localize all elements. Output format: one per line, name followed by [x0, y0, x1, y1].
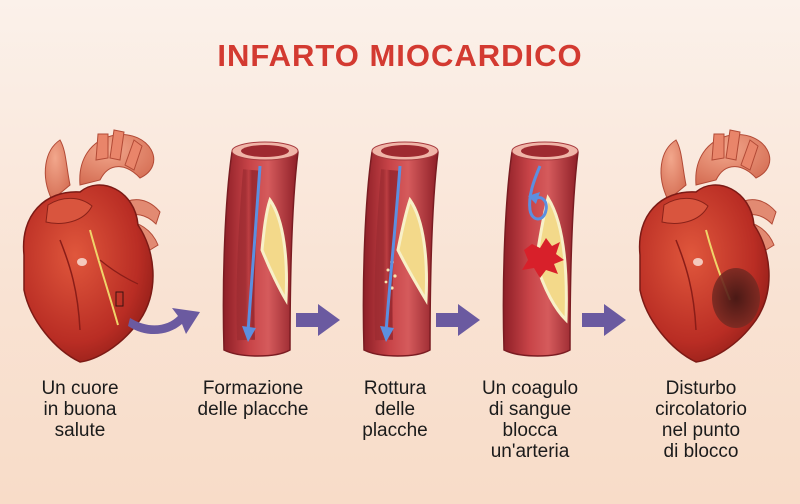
flow-arrow-3: [436, 304, 480, 336]
label-line: Formazione: [202, 378, 304, 399]
label-line: Un coagulo: [481, 378, 579, 399]
step-label-blood-clot: Un coagulo di sangue blocca un'arteria: [465, 378, 595, 462]
label-line: Un cuore: [41, 378, 119, 399]
step-label-plaque-formation: Formazione delle placche: [178, 378, 328, 420]
artery-plaque-formation: [222, 141, 299, 357]
flow-arrow-4: [582, 304, 626, 336]
label-line: nel punto: [661, 420, 741, 441]
diagram-title: INFARTO MIOCARDICO: [217, 38, 583, 73]
step-label-circulatory-disorder: Disturbo circolatorio nel punto di blocc…: [636, 378, 766, 462]
label-line: placche: [362, 420, 428, 441]
damaged-heart: [638, 129, 777, 363]
healthy-heart: [22, 129, 161, 363]
label-line: delle placche: [197, 399, 309, 420]
label-line: salute: [54, 420, 106, 441]
label-line: in buona: [43, 399, 117, 420]
flow-arrow-1: [128, 308, 200, 335]
label-line: blocca: [502, 420, 558, 441]
artery-blood-clot: [502, 141, 579, 357]
label-line: di sangue: [488, 399, 572, 420]
label-line: di blocco: [663, 441, 739, 462]
label-line: Rottura: [363, 378, 427, 399]
artery-plaque-rupture: [362, 141, 439, 357]
label-line: Disturbo: [665, 378, 737, 399]
label-line: un'arteria: [490, 441, 570, 462]
flow-arrow-2: [296, 304, 340, 336]
step-label-healthy-heart: Un cuore in buona salute: [20, 378, 140, 441]
label-line: circolatorio: [655, 399, 747, 420]
step-label-plaque-rupture: Rottura delle placche: [340, 378, 450, 441]
label-line: delle: [374, 399, 416, 420]
